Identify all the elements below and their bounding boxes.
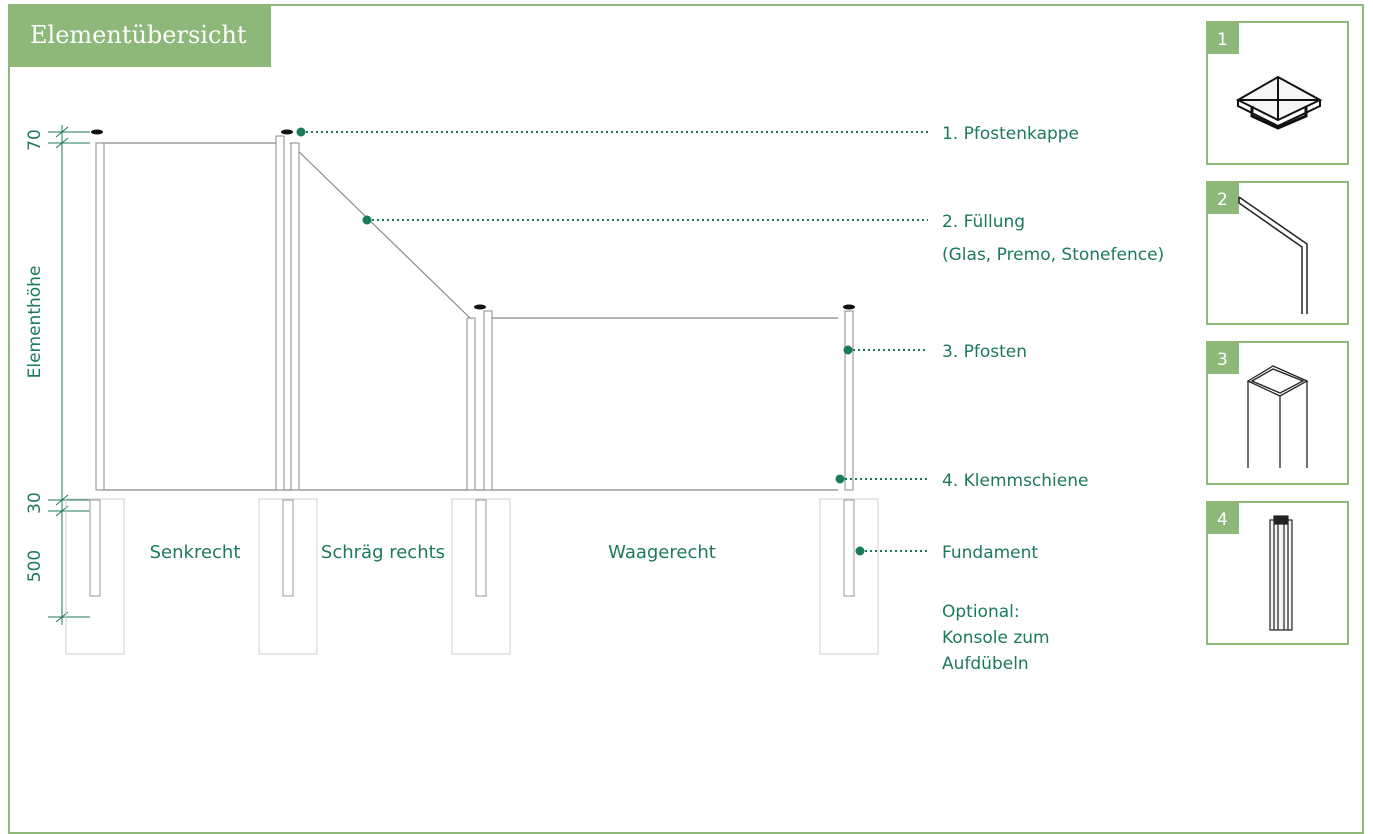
- callout-dots: [296, 127, 865, 556]
- foundation-block: [258, 498, 318, 655]
- component-panel-2: 2: [1206, 181, 1349, 325]
- post-caps: [91, 129, 855, 310]
- foundation-block: [819, 498, 879, 655]
- section-label-slope: Schräg rechts: [321, 542, 445, 563]
- post: [275, 135, 285, 491]
- fence-posts: [95, 135, 854, 491]
- callout-leaders: [301, 131, 928, 552]
- callout-post: 3. Pfosten: [942, 342, 1027, 362]
- callout-post-cap: 1. Pfostenkappe: [942, 124, 1079, 144]
- post: [466, 317, 476, 491]
- panel-number-4: 4: [1217, 510, 1228, 530]
- foundation-block: [451, 498, 511, 655]
- component-panel-3: 3: [1206, 341, 1349, 485]
- post-icon: [1246, 365, 1309, 468]
- dim-element-height-label: Elementhöhe: [25, 266, 45, 379]
- post-stubs: [89, 499, 855, 597]
- callout-optional-3: Aufdübeln: [942, 654, 1029, 674]
- post: [290, 142, 300, 491]
- post: [844, 310, 854, 491]
- page-title: Elementübersicht: [8, 4, 271, 67]
- section-label-horizontal: Waagerecht: [608, 542, 716, 563]
- infill-panel-icon: [1238, 196, 1308, 314]
- panel-number-1: 1: [1217, 30, 1228, 50]
- callout-infill: 2. Füllung: [942, 212, 1025, 232]
- dim-cap-label: 70: [25, 129, 45, 151]
- panel-number-3: 3: [1217, 350, 1228, 370]
- callout-clamp-rail: 4. Klemmschiene: [942, 471, 1088, 491]
- foundations: [65, 498, 879, 655]
- post: [483, 310, 493, 491]
- callout-foundation: Fundament: [942, 543, 1038, 563]
- foundation-block: [65, 498, 125, 655]
- post-cap-icon: [1235, 75, 1323, 130]
- callout-optional-1: Optional:: [942, 602, 1020, 622]
- callout-optional-2: Konsole zum: [942, 628, 1050, 648]
- component-panel-4: 4: [1206, 501, 1349, 645]
- panel-number-2: 2: [1217, 190, 1228, 210]
- component-panel-1: 1: [1206, 21, 1349, 165]
- dimension-lines: [48, 125, 90, 625]
- dim-foundation-label: 500: [25, 550, 45, 582]
- callout-infill-types: (Glas, Premo, Stonefence): [942, 245, 1164, 265]
- section-label-vertical: Senkrecht: [150, 542, 241, 563]
- dim-rail-label: 30: [25, 492, 45, 514]
- post: [95, 142, 105, 491]
- clamp-rail-icon: [1269, 515, 1293, 631]
